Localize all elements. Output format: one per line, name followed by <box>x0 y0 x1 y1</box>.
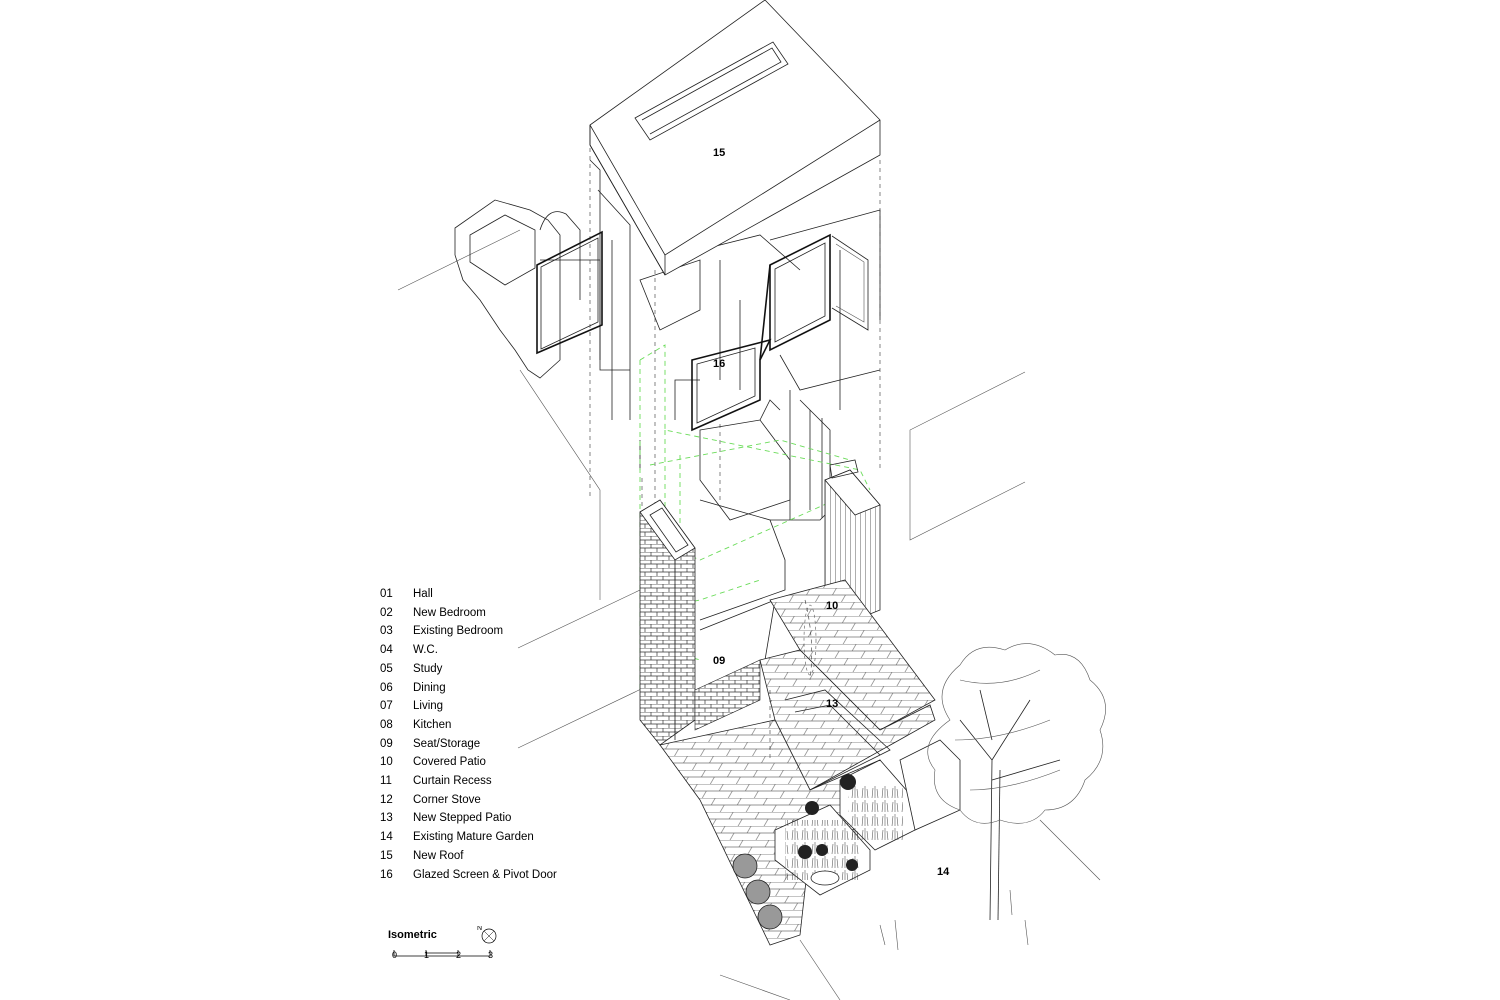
scale-tick: 2 <box>456 950 462 960</box>
legend-label: Existing Bedroom <box>413 625 504 638</box>
legend-number: 15 <box>380 849 393 862</box>
scale-bar: Isometric N 0 1 2 3 <box>388 926 528 966</box>
room-tag-14: 14 <box>937 866 950 878</box>
legend-number: 05 <box>380 662 393 675</box>
room-tags: 15 16 10 09 13 14 <box>713 147 950 878</box>
site-context <box>397 229 1101 1000</box>
glazed-screen-pivot-door <box>691 233 869 432</box>
legend-label: Covered Patio <box>413 756 486 769</box>
legend-label: Existing Mature Garden <box>413 831 534 844</box>
legend-number: 01 <box>380 588 393 600</box>
legend-label: Seat/Storage <box>413 737 481 750</box>
legend-label: Hall <box>413 588 433 600</box>
hedge-shrubs <box>732 853 783 930</box>
stepped-patio <box>659 579 936 946</box>
glazed-screen-left <box>536 230 603 355</box>
legend-number: 04 <box>380 644 393 657</box>
projection-lines <box>589 140 881 520</box>
legend-label: W.C. <box>413 644 438 657</box>
scale-bar-graphic: N <box>393 926 497 957</box>
legend-number: 06 <box>380 681 393 694</box>
legend-number: 14 <box>380 831 393 844</box>
legend-number: 13 <box>380 812 393 825</box>
legend-number: 10 <box>380 756 393 769</box>
room-tag-16: 16 <box>713 358 725 370</box>
legend-number: 16 <box>380 868 393 881</box>
legend-number: 02 <box>380 606 393 619</box>
planting-shrubs <box>798 774 858 886</box>
legend-label: Glazed Screen & Pivot Door <box>413 868 557 881</box>
legend-label: New Stepped Patio <box>413 812 512 825</box>
mature-tree <box>879 643 1106 951</box>
legend-number: 11 <box>380 775 392 787</box>
planting-beds <box>774 739 961 896</box>
scale-tick: 1 <box>424 950 430 960</box>
legend-label: Study <box>413 662 443 675</box>
legend-number: 09 <box>380 737 393 750</box>
legend-number: 03 <box>380 625 393 638</box>
room-tag-13: 13 <box>826 698 838 710</box>
legend-label: Dining <box>413 681 446 694</box>
scale-tick: 0 <box>392 950 398 960</box>
new-roof <box>589 0 881 276</box>
scale-tick: 3 <box>488 950 494 960</box>
room-tag-09: 09 <box>713 655 725 667</box>
room-tag-15: 15 <box>713 147 725 159</box>
scale-title: Isometric <box>388 929 437 941</box>
north-label: N <box>477 926 482 932</box>
legend-number: 12 <box>380 793 393 806</box>
legend-label: Living <box>413 700 444 713</box>
legend-number: 08 <box>380 718 393 731</box>
legend-label: New Bedroom <box>413 606 486 619</box>
legend-label: Curtain Recess <box>413 775 492 787</box>
north-arrow-icon: N <box>477 926 497 944</box>
legend-label: New Roof <box>413 849 464 862</box>
brick-pier <box>639 499 761 746</box>
neighbour-building <box>454 199 601 600</box>
room-tag-10: 10 <box>826 600 838 612</box>
legend-number: 07 <box>380 700 393 713</box>
legend-label: Kitchen <box>413 718 452 731</box>
legend-label: Corner Stove <box>413 793 481 806</box>
